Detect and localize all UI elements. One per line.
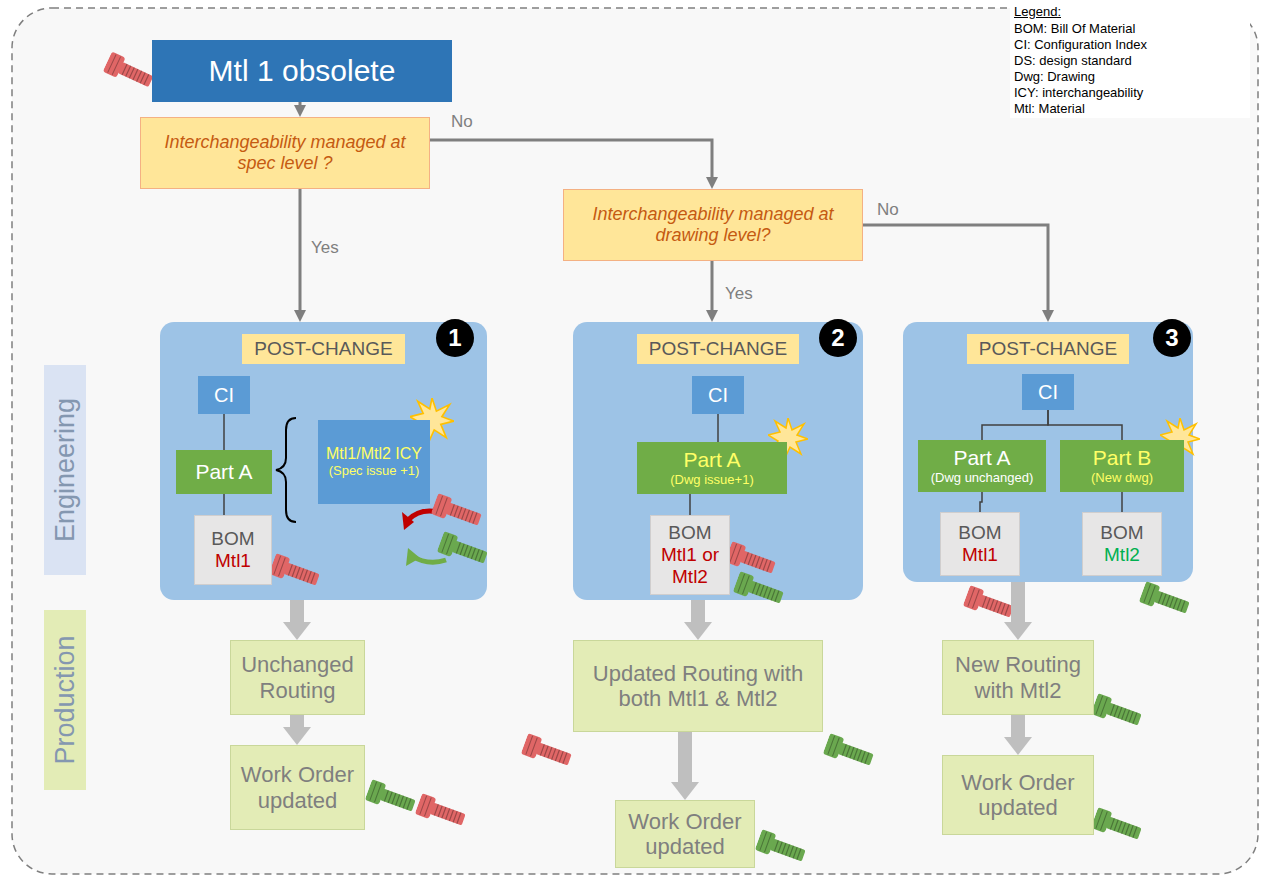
node-text: Mtl 1 obsolete [209, 54, 396, 89]
node-text: Mtl1 or Mtl2 [655, 544, 725, 588]
legend-entry: Dwg: Drawing [1014, 69, 1095, 84]
ci-box: CI [198, 376, 250, 414]
edge-label: Yes [722, 284, 756, 304]
routing-box: Unchanged Routing [230, 640, 365, 715]
part-box: Part A [176, 450, 272, 494]
flow-arrow [299, 102, 302, 105]
flow-arrow [430, 140, 712, 177]
flow-arrow [290, 600, 304, 622]
node-text: BOM [668, 522, 711, 544]
icy-box: Mtl1/Mtl2 ICY(Spec issue +1) [318, 420, 430, 504]
node-text: Work Order updated [947, 770, 1089, 821]
tree-line [1121, 492, 1123, 512]
panel-heading: POST-CHANGE [637, 334, 799, 364]
node-text: (New dwg) [1091, 471, 1153, 486]
tree-line [223, 494, 225, 515]
node-text: Interchangeability managed at drawing le… [568, 204, 858, 245]
bom-box: BOMMtl1 or Mtl2 [650, 515, 730, 595]
edge-label: No [874, 200, 902, 220]
node-text: Part A [953, 446, 1010, 470]
part-box: Part A(Dwg issue+1) [637, 442, 787, 494]
callout-number: 3 [1165, 324, 1178, 352]
bom-box: BOMMtl1 [194, 515, 272, 585]
flow-arrow [1011, 582, 1025, 622]
routing-box: Updated Routing with both Mtl1 & Mtl2 [573, 640, 823, 732]
bom-box: BOMMtl1 [940, 512, 1020, 576]
node-text: Part A [195, 460, 252, 484]
title-box: Mtl 1 obsolete [152, 40, 452, 102]
node-text: Updated Routing with both Mtl1 & Mtl2 [578, 661, 818, 712]
node-text: BOM [211, 528, 254, 550]
legend-entry: ICY: interchangeability [1014, 85, 1143, 100]
node-text: CI [708, 384, 728, 407]
legend-entry: DS: design standard [1014, 53, 1132, 68]
flow-arrow [1011, 715, 1025, 737]
node-text: CI [1038, 381, 1058, 404]
part-box: Part B(New dwg) [1060, 440, 1184, 492]
edge-label: No [448, 112, 476, 132]
callout-number: 1 [448, 324, 461, 352]
post-change-panel: POST-CHANGE CI Part A BOMMtl1 Mtl1/Mtl2 ICY(… [160, 322, 487, 600]
side-label: Engineering [50, 398, 81, 542]
ci-box: CI [692, 376, 744, 414]
panel-heading: POST-CHANGE [242, 334, 404, 364]
node-text: (Dwg issue+1) [670, 473, 753, 488]
flow-arrow [691, 600, 705, 622]
panel-heading: POST-CHANGE [967, 334, 1129, 364]
work-order-box: Work Order updated [942, 755, 1094, 835]
tree-line [689, 494, 691, 515]
node-text: Mtl1 [215, 550, 251, 572]
legend-title: Legend: [1014, 4, 1061, 19]
tree-line [717, 414, 719, 442]
work-order-box: Work Order updated [230, 745, 365, 830]
node-text: (Dwg unchanged) [931, 471, 1034, 486]
routing-box: New Routing with Mtl2 [942, 640, 1094, 715]
flow-arrow [290, 715, 304, 727]
node-text: Part B [1093, 446, 1151, 470]
work-order-box: Work Order updated [615, 800, 755, 868]
node-text: CI [214, 384, 234, 407]
flow-arrow [678, 732, 692, 782]
part-box: Part A(Dwg unchanged) [918, 440, 1046, 492]
flow-arrow [711, 261, 714, 310]
node-text: BOM [1100, 522, 1143, 544]
post-change-panel: POST-CHANGE CI Part A(Dwg unchanged) Part B… [903, 322, 1193, 582]
node-text: BOM [958, 522, 1001, 544]
flow-arrow [863, 225, 1048, 310]
bom-box: BOMMtl2 [1082, 512, 1162, 576]
ci-box: CI [1022, 374, 1074, 410]
callout-number: 2 [831, 324, 844, 352]
node-text: Unchanged Routing [235, 652, 360, 703]
tree-line [223, 414, 225, 450]
node-text: Part A [683, 448, 740, 472]
legend-entry: BOM: Bill Of Material [1014, 21, 1135, 36]
edge-label: Yes [308, 238, 342, 258]
node-text: Work Order updated [620, 809, 750, 860]
tree-line [982, 410, 1048, 440]
tree-line [980, 492, 982, 512]
side-label: Production [50, 635, 81, 764]
decision-box: Interchangeability managed at drawing le… [563, 189, 863, 261]
tree-line [1048, 410, 1122, 440]
node-text: Mtl2 [1104, 544, 1140, 566]
flow-arrow [299, 189, 302, 310]
node-text: Mtl1 [962, 544, 998, 566]
node-text: Work Order updated [235, 762, 360, 813]
post-change-panel: POST-CHANGE CI Part A(Dwg issue+1) BOMMtl1 … [573, 322, 863, 600]
node-text: (Spec issue +1) [329, 464, 420, 479]
decision-box: Interchangeability managed at spec level… [140, 117, 430, 189]
node-text: Interchangeability managed at spec level… [145, 132, 425, 173]
node-text: Mtl1/Mtl2 ICY [326, 445, 422, 463]
legend-entry: CI: Configuration Index [1014, 37, 1147, 52]
legend-entry: Mtl: Material [1014, 101, 1085, 116]
node-text: New Routing with Mtl2 [947, 652, 1089, 703]
